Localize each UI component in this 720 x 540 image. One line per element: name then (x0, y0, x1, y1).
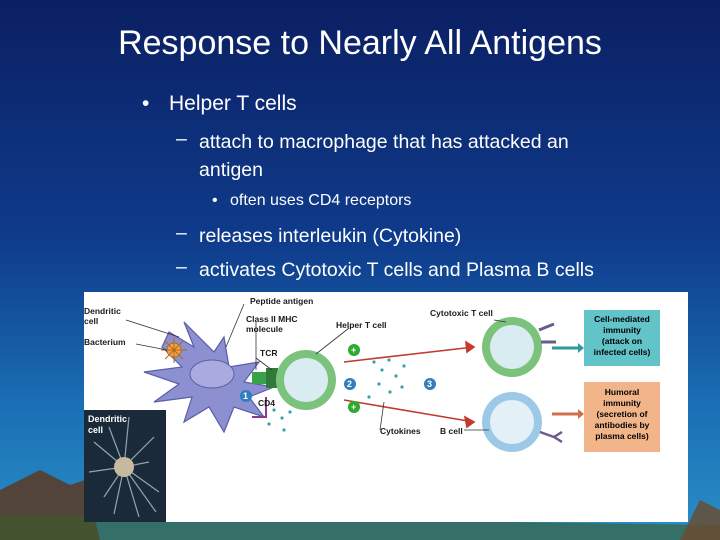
svg-text:immunity: immunity (603, 325, 641, 335)
bullet-glyph: • (212, 192, 218, 209)
bullet-list: • Helper T cells – attach to macrophage … (0, 0, 720, 300)
bullet-text: Helper T cells (169, 92, 297, 115)
b-cell (482, 392, 563, 452)
dash-glyph: – (176, 128, 187, 150)
svg-text:Humoral: Humoral (605, 387, 639, 397)
label-bacterium: Bacterium (84, 337, 126, 347)
humoral-box: Humoral immunity (secretion of antibodie… (584, 382, 660, 452)
bullet-glyph: • (142, 92, 150, 115)
diagram-svg: 1 2 3 + + (84, 296, 660, 522)
label-cytotoxic-t-cell: Cytotoxic T cell (430, 308, 493, 318)
mhc-tcr-junction (252, 372, 266, 384)
label-photo-dendritic: Dendritic (88, 414, 127, 424)
label-class-ii-mhc: Class II MHC (246, 314, 298, 324)
cell-mediated-box: Cell-mediated immunity (attack on infect… (584, 310, 660, 366)
dash-glyph: – (176, 256, 187, 278)
outcome-arrows (552, 343, 584, 419)
dendritic-micrograph: Dendritic cell (84, 410, 166, 522)
label-cytokines: Cytokines (380, 426, 421, 436)
step-badges: 1 2 3 + + (240, 344, 436, 413)
svg-text:immunity: immunity (603, 398, 641, 408)
slide-title: Response to Nearly All Antigens (118, 24, 602, 62)
svg-text:infected cells): infected cells) (594, 347, 651, 357)
label-dendritic-cell: Dendritic (84, 306, 121, 316)
leader-lines (125, 303, 507, 431)
svg-text:cell: cell (84, 316, 98, 326)
svg-text:(secretion of: (secretion of (596, 409, 647, 419)
helper-t-cell (276, 350, 336, 410)
immune-response-diagram: 1 2 3 + + (84, 292, 688, 522)
svg-text:+: + (351, 402, 356, 412)
label-b-cell: B cell (440, 426, 463, 436)
svg-text:Cell-mediated: Cell-mediated (594, 314, 650, 324)
svg-text:plasma cells): plasma cells) (595, 431, 649, 441)
label-peptide-antigen: Peptide antigen (250, 296, 313, 306)
cytokine-dots (267, 358, 406, 432)
svg-text:molecule: molecule (246, 324, 283, 334)
svg-text:+: + (351, 345, 356, 355)
bacterium (161, 337, 187, 363)
cd4-connector (252, 397, 267, 418)
sub-item-text: activates Cytotoxic T cells and Plasma B… (199, 259, 594, 281)
sub-item-text: attach to macrophage that has attacked a… (199, 131, 569, 181)
label-tcr: TCR (260, 348, 277, 358)
svg-text:cell: cell (88, 425, 103, 435)
tcr-receptor (266, 368, 278, 388)
dash-glyph: – (176, 222, 187, 244)
activation-arrows (343, 340, 476, 429)
svg-text:2: 2 (347, 379, 352, 389)
label-helper-t-cell: Helper T cell (336, 320, 387, 330)
sub-sub-item-text: often uses CD4 receptors (230, 192, 412, 209)
sub-item-text: releases interleukin (Cytokine) (199, 225, 462, 247)
cytotoxic-t-cell (482, 317, 556, 377)
svg-text:(attack on: (attack on (602, 336, 642, 346)
label-cd4: CD4 (258, 398, 275, 408)
svg-text:1: 1 (243, 391, 248, 401)
svg-text:3: 3 (427, 379, 432, 389)
svg-text:antibodies by: antibodies by (595, 420, 650, 430)
